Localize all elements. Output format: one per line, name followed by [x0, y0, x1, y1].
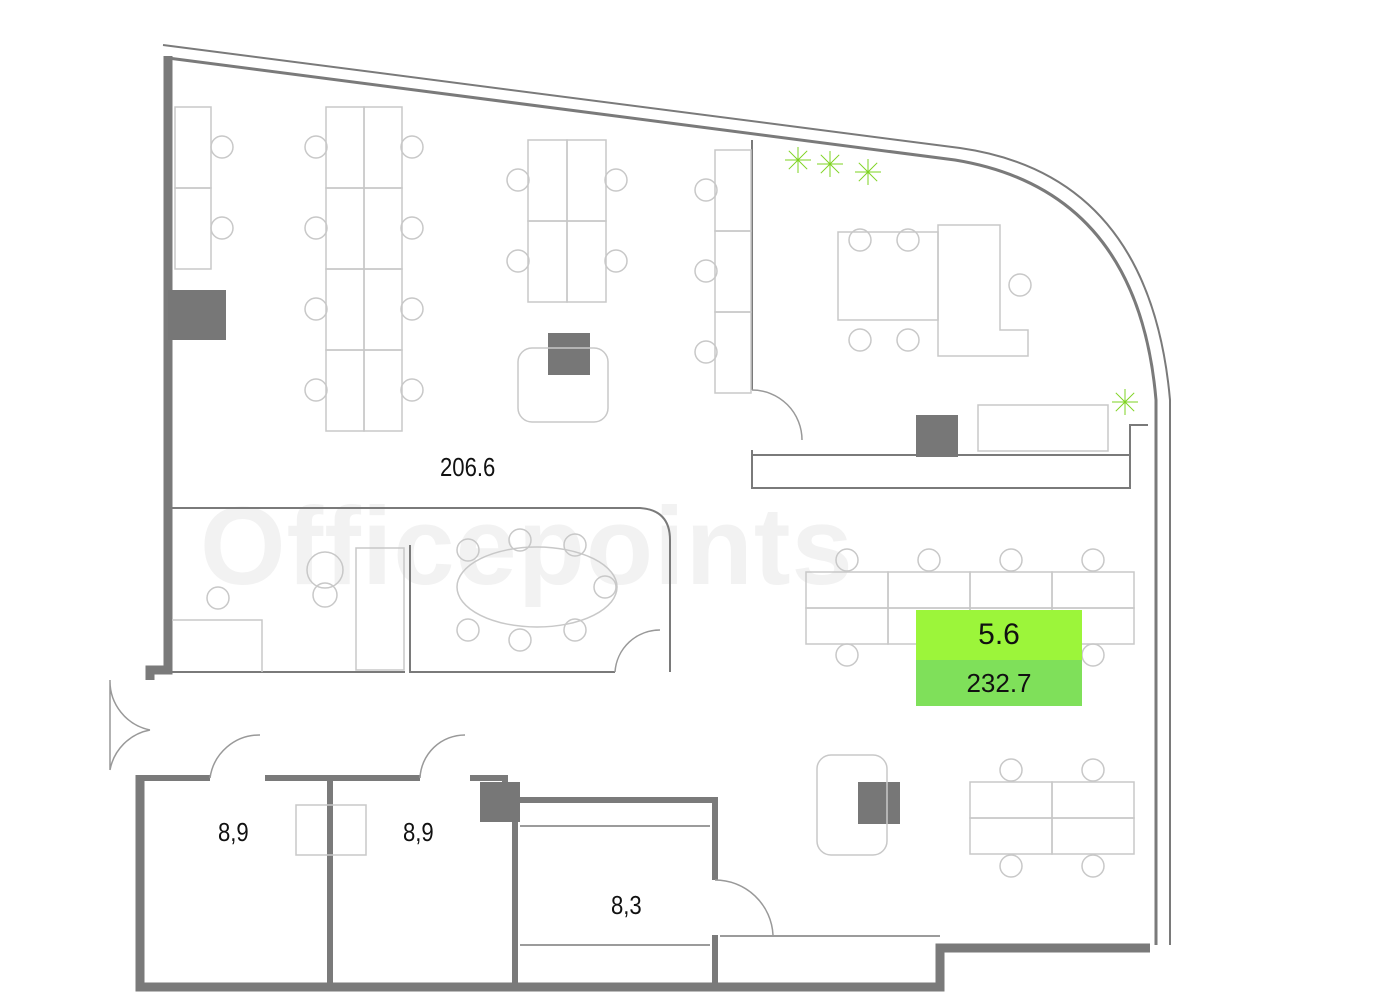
- chair: [896, 228, 920, 252]
- desk: [325, 187, 365, 270]
- plant-icon: [788, 159, 799, 170]
- desk: [714, 230, 752, 313]
- chair: [400, 216, 424, 240]
- desk: [969, 817, 1053, 855]
- chair: [400, 135, 424, 159]
- chair: [1008, 273, 1032, 297]
- chair: [304, 378, 328, 402]
- highlight-top-value[interactable]: 5.6: [916, 610, 1082, 660]
- desk: [887, 571, 971, 609]
- plant-icon: [820, 154, 831, 165]
- chair: [694, 340, 718, 364]
- doors: [109, 389, 803, 936]
- desk: [805, 571, 889, 609]
- chair: [848, 328, 872, 352]
- plant-icon: [797, 150, 808, 161]
- chair: [694, 178, 718, 202]
- plant-icon: [1124, 392, 1135, 403]
- desk: [363, 106, 403, 189]
- room-area-open-space: 206.6: [440, 452, 496, 482]
- desk: [174, 187, 212, 270]
- chair: [456, 538, 480, 562]
- plant-icon: [788, 150, 799, 161]
- room-area-storage: 8,3: [611, 890, 642, 920]
- furniture: [172, 106, 1135, 878]
- watermark: Officepoints: [200, 485, 854, 608]
- chair: [304, 135, 328, 159]
- chair: [508, 528, 532, 552]
- chair: [999, 758, 1023, 782]
- desk: [1051, 571, 1135, 609]
- chair: [604, 249, 628, 273]
- chair: [917, 548, 941, 572]
- desk: [325, 268, 365, 351]
- desk: [363, 349, 403, 432]
- desk: [325, 106, 365, 189]
- chair: [593, 575, 617, 599]
- desk: [714, 311, 752, 394]
- desk: [527, 220, 568, 303]
- plant-icon: [1115, 392, 1126, 403]
- chair: [506, 249, 530, 273]
- chair: [835, 548, 859, 572]
- chair: [508, 628, 532, 652]
- desk: [566, 139, 607, 222]
- chair: [896, 328, 920, 352]
- plant-icon: [867, 162, 878, 173]
- desk: [714, 149, 752, 232]
- chair: [563, 618, 587, 642]
- chair: [1081, 854, 1105, 878]
- chair: [848, 228, 872, 252]
- desk: [566, 220, 607, 303]
- desk: [969, 571, 1053, 609]
- room-area-wc-left: 8,9: [218, 817, 249, 847]
- chair: [1081, 643, 1105, 667]
- plants: [785, 147, 1138, 415]
- plant-icon: [829, 154, 840, 165]
- walls: [135, 44, 1171, 992]
- plant-icon: [1124, 401, 1135, 412]
- desk: [805, 607, 889, 645]
- chair: [210, 135, 234, 159]
- desk: [1051, 781, 1135, 819]
- room-area-wc-right: 8,9: [403, 817, 434, 847]
- columns: [168, 290, 958, 824]
- chair: [999, 854, 1023, 878]
- plant-icon: [829, 163, 840, 174]
- desk: [1051, 817, 1135, 855]
- chair: [835, 643, 859, 667]
- chair: [210, 216, 234, 240]
- desk: [969, 781, 1053, 819]
- chair: [206, 586, 230, 610]
- plant-icon: [1115, 401, 1126, 412]
- chair: [304, 216, 328, 240]
- desk: [325, 349, 365, 432]
- chair: [506, 168, 530, 192]
- desk: [363, 268, 403, 351]
- chair: [400, 297, 424, 321]
- highlight-total-area[interactable]: 232.7: [916, 660, 1082, 706]
- chair: [456, 618, 480, 642]
- plant-icon: [858, 171, 869, 182]
- chair: [694, 259, 718, 283]
- plant-icon: [820, 163, 831, 174]
- desk: [527, 139, 568, 222]
- chair: [400, 378, 424, 402]
- plant-icon: [797, 159, 808, 170]
- chair: [304, 297, 328, 321]
- chair: [999, 548, 1023, 572]
- plant-icon: [858, 162, 869, 173]
- desk: [174, 106, 212, 189]
- desk: [363, 187, 403, 270]
- chair: [1081, 758, 1105, 782]
- plant-icon: [867, 171, 878, 182]
- chair: [1081, 548, 1105, 572]
- chair: [604, 168, 628, 192]
- chair: [563, 533, 587, 557]
